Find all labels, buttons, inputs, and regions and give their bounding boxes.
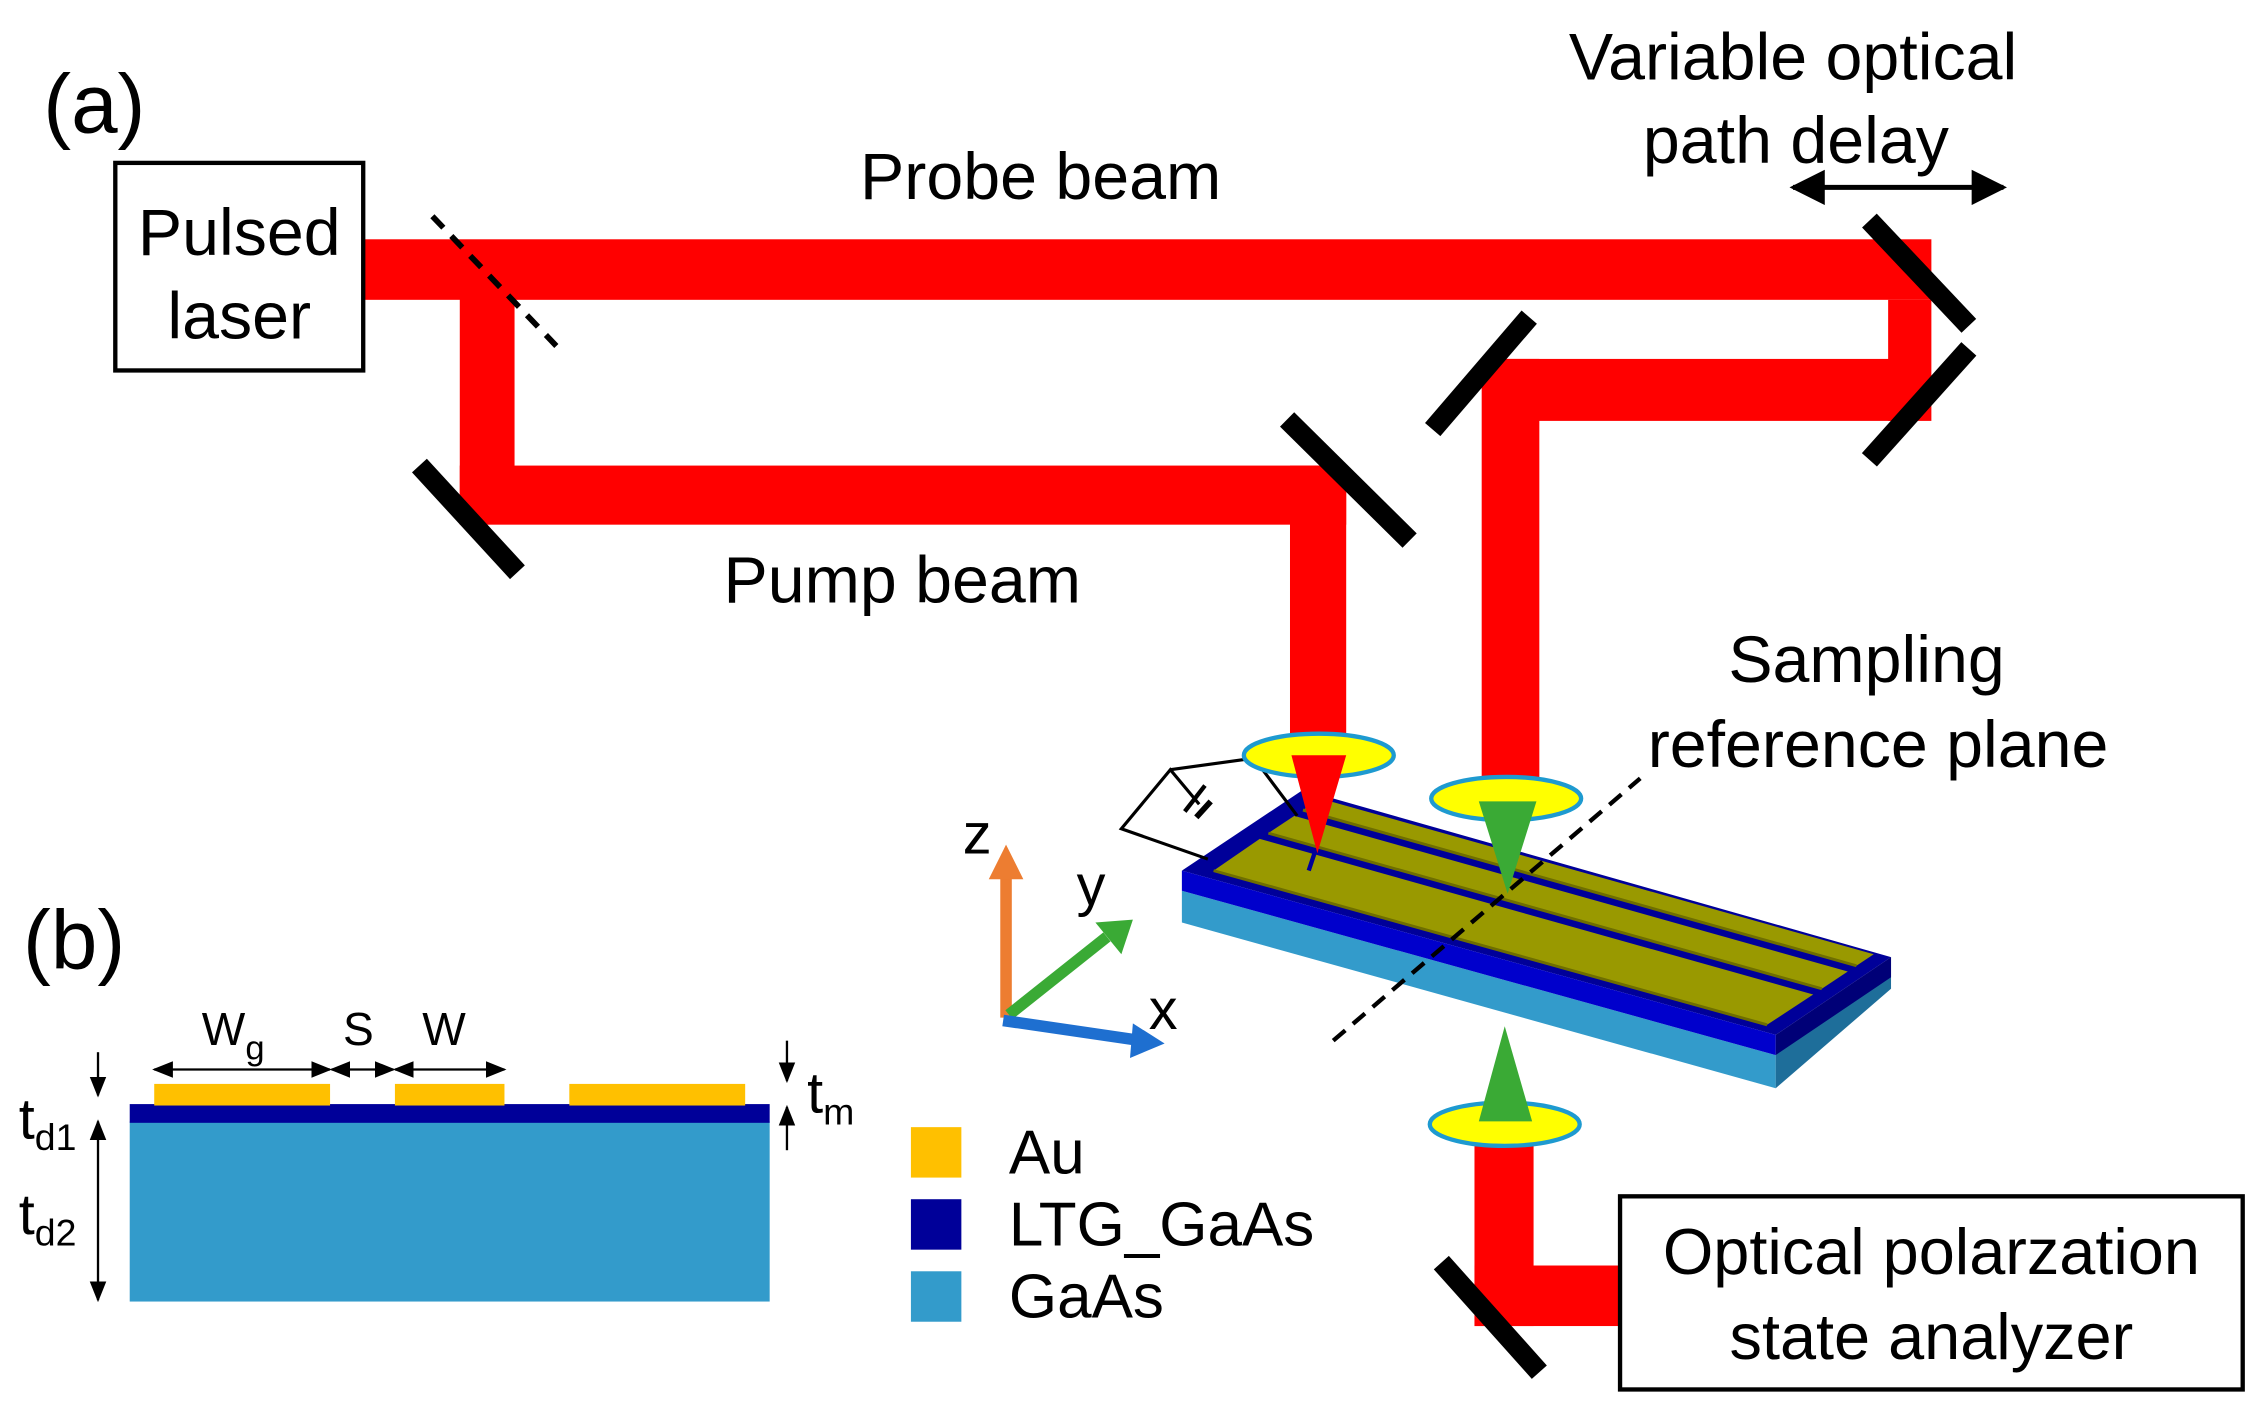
panel-label-b: (b) [23,893,125,987]
sample-chip [1181,789,1892,1089]
lenses [1241,731,1584,1149]
chip-front-face [1181,890,1776,1089]
pump-beam-down-2 [1289,465,1347,762]
mirror-probe-down [1425,310,1537,437]
battery-plate-short [1194,799,1213,820]
x-axis-arrow [1002,1014,1143,1047]
pulsed-laser-label-line2: laser [167,280,311,354]
mirror-retro-upper [1862,213,1977,333]
sampling-plane-label-line1: Sampling [1728,623,2004,697]
battery-plate-long [1183,784,1207,813]
dimension-arrows [89,1040,796,1303]
legend-label-au: Au [1009,1118,1085,1187]
au-signal-line [394,1083,505,1106]
au-ground-right [569,1083,746,1106]
y-axis-arrow [1005,932,1111,1020]
pulsed-laser-label-line1: Pulsed [138,196,341,270]
wg-label: Wg [202,1003,265,1067]
analyzer-label-line1: Optical polarzation [1663,1215,2200,1288]
w-label: W [422,1003,466,1055]
laser-beams [363,239,1932,1327]
s-label: S [343,1003,374,1055]
legend-label-gaas: GaAs [1009,1262,1164,1331]
mirror-pump-turn [411,458,525,580]
legend-label-ltg-gaas: LTG_GaAs [1009,1190,1314,1259]
gaas-substrate [129,1121,770,1302]
switch-gap [1306,852,1317,872]
legend-swatch-au [910,1127,962,1178]
pump-beam-label: Pump beam [724,544,1081,618]
beam-splitter [430,214,559,348]
mirror-pump-down [1280,412,1417,548]
x-axis-label: x [1149,978,1178,1042]
chip-ltg-edge [1181,870,1776,1056]
delay-label-line2: path delay [1643,104,1950,178]
ground-strip-front [1213,838,1814,1025]
signal-strip [1268,815,1848,989]
cross-section [129,1083,770,1302]
probe-beam-main [363,239,1932,300]
analyzer-label-line2: state analyzer [1730,1300,2134,1373]
ltg-gaas-layer [129,1104,770,1123]
mirrors [411,213,1977,1379]
y-axis-label: y [1077,854,1106,918]
polarization-analyzer-box: Optical polarzation state analyzer [1617,1194,2245,1392]
td1-label: td1 [19,1088,77,1159]
probe-beam-label: Probe beam [860,140,1221,214]
legend: Au LTG_GaAs GaAs [910,1118,1314,1331]
tm-label: tm [807,1062,854,1133]
z-axis-label: z [963,802,992,866]
mirror-retro-lower [1861,342,1977,467]
td2-label: td2 [19,1183,77,1254]
mirror-analyzer [1433,1255,1547,1379]
sampling-reference-plane [1331,776,1642,1043]
ground-strip-back [1302,798,1874,966]
au-ground-left [154,1083,331,1106]
panel-label-a: (a) [43,57,145,151]
probe-beam-return [1484,358,1917,421]
sampling-plane-label-line2: reference plane [1648,708,2109,782]
pulsed-laser-box: Pulsed laser [113,160,366,373]
probe-focus-cone [1478,801,1537,894]
delay-label-line1: Variable optical [1569,20,2017,94]
pump-beam-horizontal [459,465,1347,525]
chip-ltg-edge-right [1775,957,1892,1056]
coordinate-axes: z y x [963,802,1178,1058]
legend-swatch-ltg-gaas [910,1199,962,1250]
probe-beam-down [1481,358,1540,780]
probe-return-cone [1478,1026,1533,1122]
legend-swatch-gaas [910,1271,962,1322]
pump-focus-cone [1291,755,1347,854]
